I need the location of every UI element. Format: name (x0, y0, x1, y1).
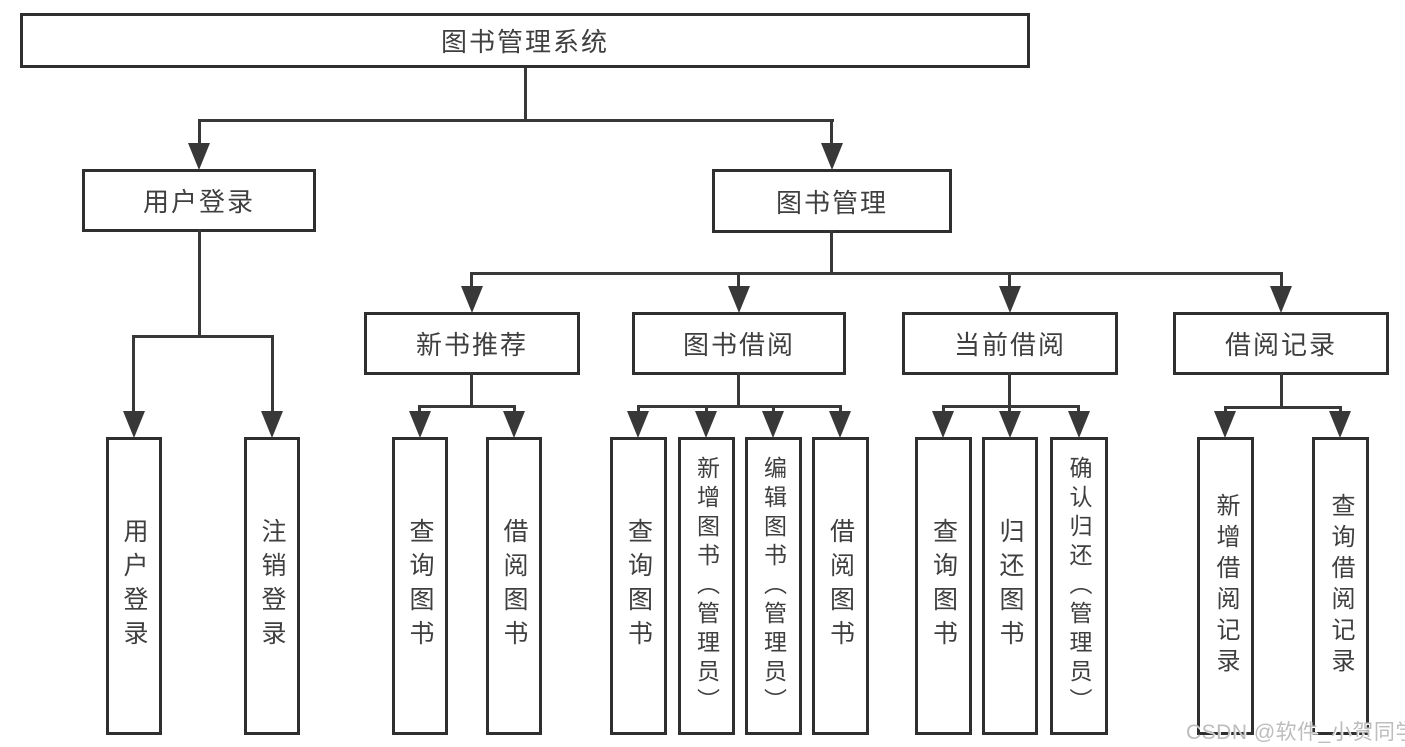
leaf-add-borrow-record-label: 新增借阅记录 (1212, 493, 1239, 679)
connector-book-management-drop (830, 119, 833, 146)
arrow-leaf-borrow-books-borrow-icon (829, 411, 851, 438)
connector-leaf-borrow-books-recommend-drop (513, 405, 516, 413)
leaf-add-book-admin-label: 新增图书（管理员） (693, 455, 720, 717)
arrow-book-borrow-icon (728, 286, 750, 313)
leaf-query-books-borrow-label: 查询图书 (624, 518, 653, 654)
arrow-new-book-recommend-icon (461, 286, 483, 313)
connector-current-borrow-drop (1008, 272, 1011, 288)
arrow-leaf-borrow-books-recommend-icon (503, 411, 525, 438)
connector-borrow-records-drop (1280, 272, 1283, 288)
leaf-borrow-books-recommend-label: 借阅图书 (500, 518, 528, 654)
connector-borrow-records-stem (1280, 372, 1283, 409)
connector-level1-branch (198, 119, 834, 122)
node-book-management-label: 图书管理 (775, 187, 888, 218)
arrow-leaf-user-login-icon (123, 411, 145, 438)
connector-current-borrow-stem (1008, 372, 1011, 408)
leaf-logout-label: 注销登录 (258, 518, 286, 654)
arrow-leaf-query-books-recommend-icon (409, 411, 431, 438)
leaf-query-borrow-record-label: 查询借阅记录 (1327, 493, 1354, 679)
node-new-book-recommend-label: 新书推荐 (415, 330, 528, 360)
connector-new-book-recommend-leaf-branch (418, 405, 516, 408)
node-new-book-recommend: 新书推荐 (364, 312, 580, 375)
connector-leaf-logout-drop (271, 335, 274, 413)
connector-leaf-borrow-books-borrow-drop (839, 405, 842, 413)
leaf-query-books-borrow: 查询图书 (610, 437, 667, 735)
connector-root-stem (524, 68, 527, 122)
connector-current-borrow-leaf-branch (942, 405, 1080, 408)
leaf-query-books-recommend: 查询图书 (392, 437, 448, 735)
connector-leaf-confirm-return-admin-drop (1077, 405, 1080, 413)
connector-leaf-query-books-current-drop (942, 405, 945, 413)
connector-leaf-user-login-drop (132, 335, 135, 413)
node-borrow-records-label: 借阅记录 (1224, 330, 1337, 360)
connector-borrow-records-leaf-branch (1224, 406, 1342, 409)
arrow-leaf-query-borrow-record-icon (1329, 411, 1351, 438)
connector-leaf-add-borrow-record-drop (1224, 406, 1227, 413)
node-book-borrow-label: 图书借阅 (682, 330, 795, 360)
node-root: 图书管理系统 (20, 13, 1030, 68)
leaf-return-books-label: 归还图书 (996, 518, 1024, 654)
connector-book-borrow-stem (737, 372, 740, 408)
leaf-query-books-recommend-label: 查询图书 (406, 518, 434, 654)
arrow-leaf-confirm-return-admin-icon (1068, 411, 1090, 438)
arrow-leaf-logout-icon (261, 411, 283, 438)
leaf-borrow-books-recommend: 借阅图书 (486, 437, 542, 735)
arrow-borrow-records-icon (1270, 286, 1292, 313)
connector-user-login-stem (198, 229, 201, 338)
csdn-watermark: CSDN @软件_小贺同学 (1186, 721, 1405, 744)
connector-leaf-query-borrow-record-drop (1339, 406, 1342, 413)
connector-user-login-leaf-branch (132, 335, 274, 338)
node-root-label: 图书管理系统 (440, 27, 609, 57)
node-current-borrow: 当前借阅 (902, 312, 1118, 375)
arrow-user-login-icon (188, 143, 210, 170)
leaf-query-books-current-label: 查询图书 (929, 518, 958, 654)
node-user-login: 用户登录 (82, 169, 316, 232)
connector-new-book-recommend-drop (470, 272, 473, 288)
arrow-book-management-icon (821, 143, 843, 170)
node-current-borrow-label: 当前借阅 (953, 330, 1066, 360)
leaf-edit-book-admin: 编辑图书（管理员） (745, 437, 802, 735)
connector-leaf-add-book-admin-drop (705, 405, 708, 413)
leaf-edit-book-admin-label: 编辑图书（管理员） (760, 455, 787, 717)
leaf-user-login: 用户登录 (106, 437, 162, 735)
leaf-confirm-return-admin-label: 确认归还（管理员） (1066, 455, 1092, 717)
leaf-borrow-books-borrow: 借阅图书 (812, 437, 869, 735)
leaf-logout: 注销登录 (244, 437, 300, 735)
connector-leaf-return-books-drop (1008, 405, 1011, 413)
node-user-login-label: 用户登录 (142, 187, 255, 217)
leaf-add-borrow-record: 新增借阅记录 (1197, 437, 1254, 735)
leaf-user-login-label: 用户登录 (120, 518, 148, 654)
arrow-current-borrow-icon (999, 286, 1021, 313)
connector-book-management-stem (830, 230, 833, 275)
node-book-management: 图书管理 (712, 169, 952, 233)
connector-book-borrow-leaf-branch (637, 405, 842, 408)
leaf-query-borrow-record: 查询借阅记录 (1312, 437, 1369, 735)
connector-user-login-drop (198, 119, 201, 146)
connector-leaf-query-books-borrow-drop (637, 405, 640, 413)
node-book-borrow: 图书借阅 (632, 312, 846, 375)
connector-book-borrow-drop (737, 272, 740, 288)
arrow-leaf-query-books-current-icon (932, 411, 954, 438)
arrow-leaf-edit-book-admin-icon (762, 411, 784, 438)
node-borrow-records: 借阅记录 (1173, 312, 1389, 375)
leaf-return-books: 归还图书 (982, 437, 1038, 735)
leaf-confirm-return-admin: 确认归还（管理员） (1050, 437, 1108, 735)
leaf-add-book-admin: 新增图书（管理员） (678, 437, 735, 735)
arrow-leaf-add-borrow-record-icon (1214, 411, 1236, 438)
connector-new-book-recommend-stem (470, 372, 473, 408)
connector-level2-branch (470, 272, 1283, 275)
arrow-leaf-query-books-borrow-icon (627, 411, 649, 438)
arrow-leaf-add-book-admin-icon (695, 411, 717, 438)
connector-leaf-edit-book-admin-drop (772, 405, 775, 413)
connector-leaf-query-books-recommend-drop (418, 405, 421, 413)
arrow-leaf-return-books-icon (999, 411, 1021, 438)
leaf-query-books-current: 查询图书 (915, 437, 972, 735)
leaf-borrow-books-borrow-label: 借阅图书 (826, 518, 855, 654)
